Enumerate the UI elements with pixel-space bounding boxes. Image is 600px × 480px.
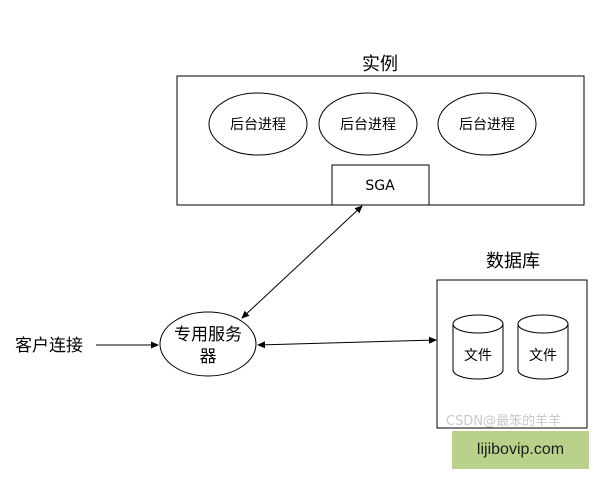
data-file-cylinder-1 [452, 314, 504, 380]
data-file-cylinder-2 [517, 314, 569, 380]
sga-label: SGA [365, 178, 395, 194]
background-process-3 [437, 92, 537, 156]
background-process-1-label: 后台进程 [230, 117, 286, 133]
dedicated-server-node [159, 311, 257, 377]
data-file-2-label: 文件 [529, 348, 557, 364]
instance-title: 实例 [362, 54, 398, 75]
server-to-sga-arrow [241, 205, 363, 319]
dedicated-server-label-line2: 器 [200, 347, 217, 367]
server-to-database-arrow [257, 336, 437, 349]
csdn-watermark: CSDN@最笨的羊羊 [446, 413, 561, 429]
database-title: 数据库 [486, 251, 540, 272]
background-process-1 [208, 92, 308, 156]
client-connection-label: 客户连接 [15, 336, 83, 356]
sga-box [331, 164, 430, 206]
background-process-2 [318, 92, 418, 156]
background-process-2-label: 后台进程 [340, 117, 396, 133]
data-file-1-label: 文件 [464, 348, 492, 364]
dedicated-server-label-line1: 专用服务 [174, 325, 242, 345]
background-process-3-label: 后台进程 [459, 117, 515, 133]
site-badge: lijibovip.com [452, 431, 589, 469]
